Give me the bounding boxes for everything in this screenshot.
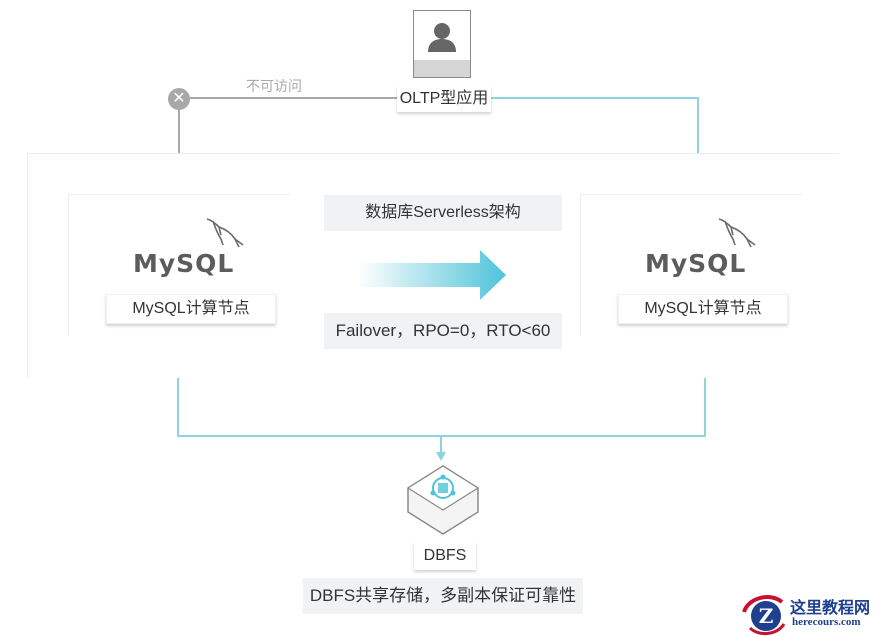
x-circle-icon: ✕ (168, 88, 190, 110)
dbfs-cube-icon (406, 465, 480, 535)
no-access-label: 不可访问 (246, 78, 302, 94)
mysql-wordmark: MySQL (133, 249, 235, 278)
mysql-logo: MySQL (127, 218, 247, 281)
oltp-icon-band (414, 60, 470, 77)
oltp-app-icon-box (413, 10, 471, 78)
mysql-wordmark: MySQL (645, 249, 747, 278)
failover-label: Failover，RPO=0，RTO<60 (324, 313, 562, 349)
storage-description: DBFS共享存储，多副本保证可靠性 (303, 578, 583, 614)
dbfs-label: DBFS (414, 542, 476, 570)
mysql-logo: MySQL (639, 218, 759, 281)
mysql-node-label: MySQL计算节点 (106, 294, 276, 324)
dolphin-icon (718, 218, 756, 248)
watermark: Z 这里教程网 herecours.com (740, 592, 890, 636)
mysql-node-failed: MySQL MySQL计算节点 (68, 194, 304, 336)
storage-arrowhead (436, 452, 446, 461)
watermark-title: 这里教程网 (790, 598, 871, 617)
mysql-node-label: MySQL计算节点 (618, 294, 788, 324)
oltp-app-label: OLTP型应用 (397, 86, 491, 112)
dolphin-icon (206, 218, 244, 248)
user-icon (428, 23, 456, 52)
watermark-subtitle: herecours.com (792, 616, 861, 628)
svg-text:Z: Z (759, 604, 774, 628)
mysql-node-active: MySQL MySQL计算节点 (580, 194, 816, 336)
serverless-architecture-label: 数据库Serverless架构 (324, 195, 562, 231)
arrow-right-icon (358, 250, 506, 300)
watermark-logo-icon: Z (742, 595, 786, 635)
